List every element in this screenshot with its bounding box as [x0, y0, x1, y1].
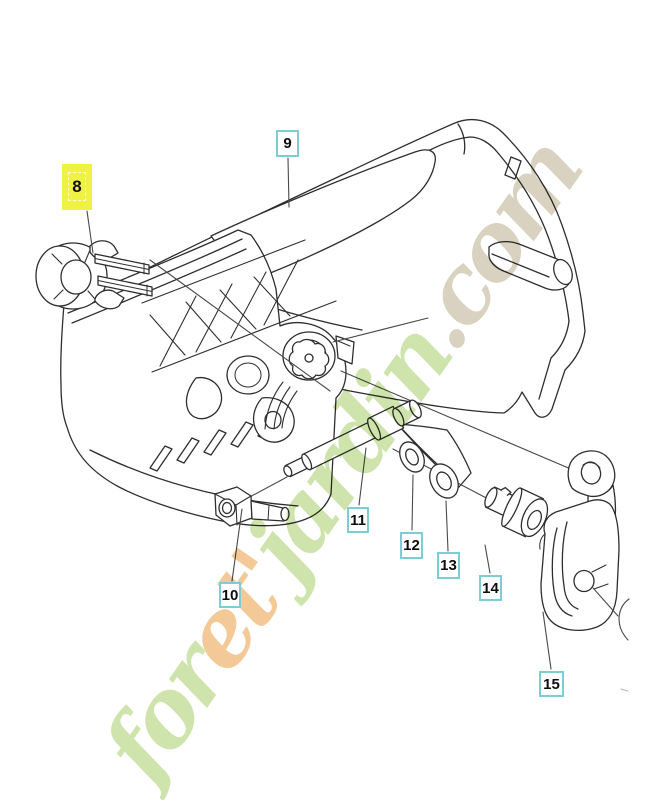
part-callout-14: 14	[479, 575, 502, 601]
part-callout-11: 11	[347, 507, 369, 533]
part-callout-15: 15	[539, 671, 564, 697]
part-15-bracket	[539, 450, 620, 632]
part-12-washer	[399, 441, 425, 473]
part-11-rod	[283, 399, 422, 478]
part-callout-13: 13	[437, 552, 460, 579]
part-8-tensioner-wheel	[35, 240, 153, 310]
part-callout-9: 9	[276, 130, 299, 157]
callout-leader-lines	[86, 157, 630, 692]
bar-stud-hole	[226, 355, 270, 395]
part-14-bushing	[484, 486, 549, 538]
part-callout-8-highlighted: 8	[62, 164, 92, 210]
part-callout-12: 12	[400, 532, 423, 559]
chain-brake-housing	[60, 229, 355, 527]
part-13-washer	[429, 463, 459, 499]
part-10-bolt	[214, 486, 290, 527]
part-callout-10: 10	[219, 582, 241, 608]
callout-number: 8	[68, 172, 86, 201]
